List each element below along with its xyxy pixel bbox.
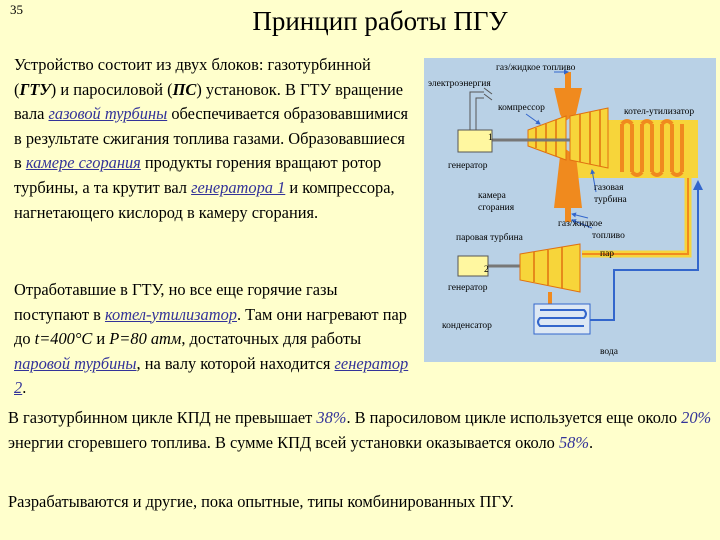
electric-wires xyxy=(469,91,484,130)
efficiency-steam-cycle: 20% xyxy=(681,408,712,427)
label-water: вода xyxy=(600,347,619,357)
label-chamber-1: камера xyxy=(478,191,507,201)
ccgt-diagram: газ/жидкое топливо электроэнергия компре… xyxy=(424,58,716,362)
paragraph-efficiency: В газотурбинном цикле КПД не превышает 3… xyxy=(8,408,712,452)
label-gas-turbine-1: газовая xyxy=(594,183,624,193)
generator-1 xyxy=(457,129,493,153)
fuel-pipe-bottom xyxy=(565,208,571,222)
label-fuel-bottom-2: топливо xyxy=(592,231,625,241)
gas-turbine xyxy=(569,107,609,169)
slide-number: 35 xyxy=(10,2,23,17)
steam-pressure: P=80 атм xyxy=(109,329,182,349)
label-gen1: генератор xyxy=(448,161,488,171)
link-waste-heat-boiler[interactable]: котел-утилизатор xyxy=(104,304,237,324)
turbine-blades xyxy=(579,110,601,166)
label-boiler: котел-утилизатор xyxy=(624,107,694,117)
label-steam-turbine: паровая турбина xyxy=(456,232,524,243)
condenser-coil xyxy=(537,309,587,327)
label-compressor: компрессор xyxy=(498,103,545,113)
efficiency-gas-cycle: 38% xyxy=(316,408,347,427)
boiler-coil xyxy=(620,119,684,177)
slide-title: Принцип работы ПГУ xyxy=(252,6,508,36)
steam-turbine xyxy=(519,243,581,293)
label-gen2-number: 2 xyxy=(484,265,489,275)
link-generator-2[interactable]: генератор 2 xyxy=(14,353,409,398)
paragraph-steam-cycle: Отработавшие в ГТУ, но все еще горячие г… xyxy=(14,280,409,398)
label-chamber-2: сгорания xyxy=(478,203,515,213)
steam-temperature: t=400°C xyxy=(34,329,93,349)
efficiency-total: 58% xyxy=(558,432,589,452)
label-fuel-top: газ/жидкое топливо xyxy=(496,63,576,73)
water-return xyxy=(590,182,699,321)
label-gen2: генератор xyxy=(448,283,488,293)
link-combustion-chamber[interactable]: камере сгорания xyxy=(25,153,141,173)
label-fuel-bottom-1: газ/жидкое xyxy=(558,219,602,229)
generator-2 xyxy=(457,255,489,277)
paragraph-other-types: Разрабатываются и другие, пока опытные, … xyxy=(8,492,514,511)
link-generator-1[interactable]: генератора 1 xyxy=(191,177,286,197)
fuel-pipe-top xyxy=(565,72,571,88)
label-electricity: электроэнергия xyxy=(428,79,491,89)
combustion-chamber xyxy=(554,88,582,208)
compressor-blades xyxy=(535,120,557,156)
link-steam-turbine[interactable]: паровой турбины xyxy=(14,353,137,373)
label-gas-turbine-2: турбина xyxy=(594,194,628,205)
label-condenser: конденсатор xyxy=(442,321,492,331)
label-steam: пар xyxy=(600,249,614,259)
paragraph-gtu-intro: Устройство состоит из двух блоков: газот… xyxy=(14,55,409,222)
link-gas-turbine[interactable]: газовой турбины xyxy=(48,104,168,124)
label-gen1-number: 1 xyxy=(488,133,493,143)
